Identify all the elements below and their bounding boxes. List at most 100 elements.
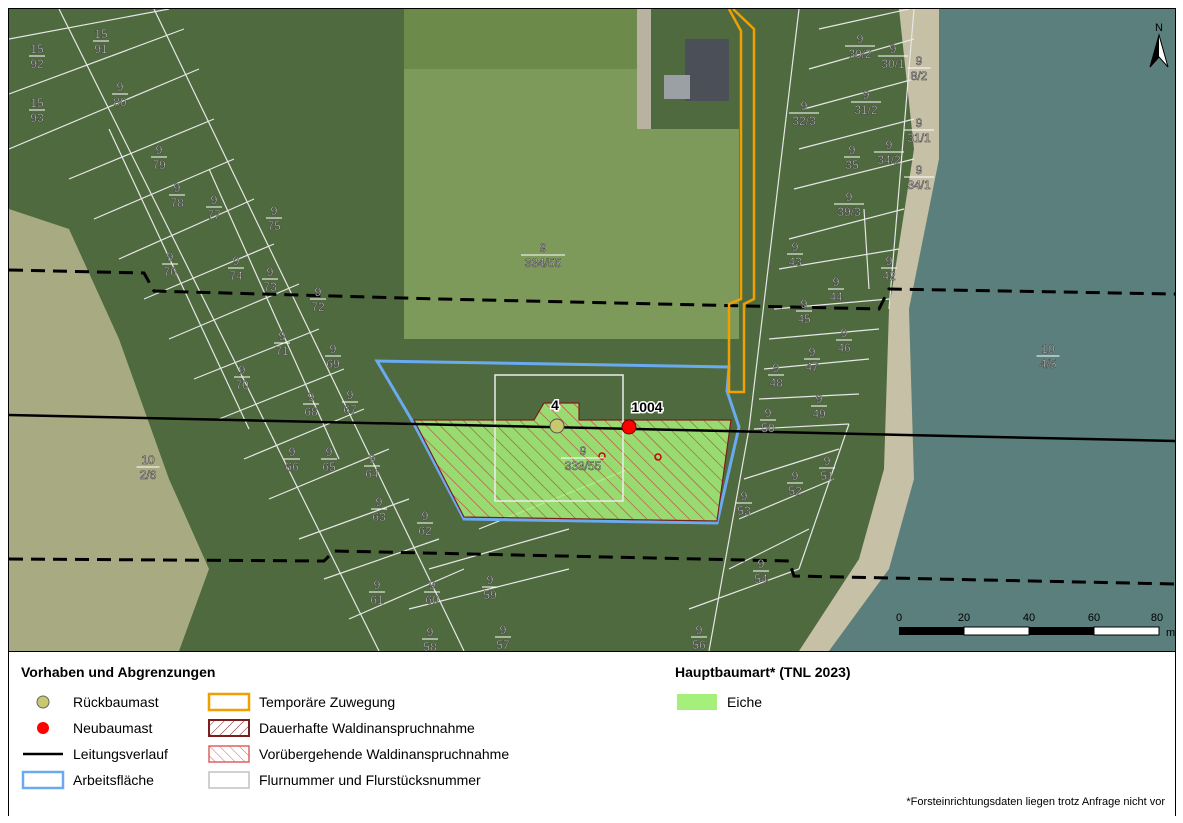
- parcel-label-text: 9: [326, 445, 333, 459]
- parcel-label-text: 9: [156, 143, 163, 157]
- parcel-label-text: 72: [311, 300, 325, 314]
- parcel-label: 962: [417, 509, 433, 538]
- parcel-label-text: 9: [849, 143, 856, 157]
- parcel-label-text: 47: [805, 360, 819, 374]
- parcel-label-text: 334/55: [525, 256, 562, 270]
- parcel-label: 976: [162, 250, 178, 279]
- parcel-label-text: 9: [765, 406, 772, 420]
- parcel-label: 98/2: [907, 54, 931, 83]
- footnote: *Forsteinrichtungsdaten liegen trotz Anf…: [906, 796, 1165, 808]
- parcel-label: 949: [811, 392, 827, 421]
- parcel-label: 102/6: [136, 453, 160, 482]
- legend-item-flurnummer: Flurnummer und Flurstücksnummer: [207, 770, 481, 790]
- boundary-dashed: [9, 268, 1175, 586]
- dauerhafte-legend-icon: [208, 719, 250, 737]
- north-arrow: N: [1149, 22, 1169, 68]
- scale-bar-segment-white-1: [963, 626, 1030, 636]
- parcel-label-text: 2/6: [140, 468, 157, 482]
- temporaere-zuwegung[interactable]: [727, 9, 756, 394]
- parcel-label-text: 93: [30, 111, 44, 125]
- parcel-label-text: 9: [167, 250, 174, 264]
- voruebergehende-waldinanspruchnahme-area[interactable]: [413, 402, 732, 522]
- flurnummer-legend-icon: [208, 771, 250, 789]
- parcel-label: 944: [828, 275, 844, 304]
- parcel-label: 960: [424, 578, 440, 607]
- parcel-label-text: 71: [275, 344, 289, 358]
- parcel-label: 104/5: [1036, 342, 1060, 371]
- parcel-label-text: 53: [737, 504, 751, 518]
- parcel-label-text: 9: [916, 163, 923, 177]
- shoreline: [799, 9, 939, 651]
- legend-label-leitungsverlauf: Leitungsverlauf: [73, 746, 168, 762]
- rueckbaumast-marker[interactable]: [549, 418, 565, 434]
- parcel-label: 974: [228, 254, 244, 283]
- parcel-label-text: 9: [696, 623, 703, 637]
- legend-panel: Vorhaben und Abgrenzungen Hauptbaumart* …: [9, 651, 1175, 816]
- parcel-label-text: 4/5: [1040, 357, 1057, 371]
- parcel-label-text: 57: [496, 638, 510, 651]
- legend-label-arbeitsflaeche: Arbeitsfläche: [73, 772, 154, 788]
- parcel-label-text: 9: [792, 240, 799, 254]
- parcel-label-text: 9: [792, 469, 799, 483]
- parcel-label-text: 80: [113, 95, 127, 109]
- aerial-map[interactable]: 4 1004 159215911593980979978977975976974…: [9, 9, 1175, 651]
- parcel-label: 972: [310, 285, 326, 314]
- parcel-label: 979: [151, 143, 167, 172]
- legend-label-dauerhafte: Dauerhafte Waldinanspruchnahme: [259, 720, 475, 736]
- legend-label-voruebergehende: Vorübergehende Waldinanspruchnahme: [259, 746, 510, 762]
- parcel-label-text: 9: [279, 329, 286, 343]
- parcel-label-text: 9: [267, 265, 274, 279]
- north-label: N: [1155, 22, 1163, 34]
- parcel-label: 959: [482, 573, 498, 602]
- legend-item-dauerhafte: Dauerhafte Waldinanspruchnahme: [207, 718, 475, 738]
- parcel-label-text: 15: [30, 96, 44, 110]
- neubaumast-label: 1004: [631, 399, 662, 415]
- parcel-label-text: 91: [94, 42, 108, 56]
- parcel-label-text: 63: [372, 510, 386, 524]
- parcel-label: 951: [819, 454, 835, 483]
- scale-tick-60: 60: [1088, 612, 1100, 624]
- parcel-label-text: 9: [809, 345, 816, 359]
- legend-item-eiche: Eiche: [675, 692, 762, 712]
- legend-label-rueckbaumast: Rückbaumast: [73, 694, 159, 710]
- parcel-label-text: 52: [788, 484, 802, 498]
- parcel-label: 931/1: [904, 116, 934, 145]
- parcel-label-text: 9: [487, 573, 494, 587]
- parcel-label-text: 64: [365, 467, 379, 481]
- parcel-label-text: 10: [1041, 342, 1055, 356]
- parcel-label-text: 9: [886, 138, 893, 152]
- parcel-label-text: 9: [886, 254, 893, 268]
- parcel-label-text: 9: [863, 88, 870, 102]
- parcel-label: 966: [284, 445, 300, 474]
- parcel-label: 939/3: [834, 190, 864, 219]
- parcel-label-text: 43: [788, 255, 802, 269]
- parcel-label-text: 67: [343, 403, 357, 417]
- parcel-label-text: 32/3: [792, 114, 816, 128]
- parcel-label-text: 61: [370, 593, 384, 607]
- parcel-label-text: 9: [841, 326, 848, 340]
- parcel-label: 973: [262, 265, 278, 294]
- parcel-label-text: 31/2: [854, 103, 878, 117]
- parcel-label: 969: [325, 342, 341, 371]
- parcel-label: 934/2: [874, 138, 904, 167]
- leitungsverlauf-line[interactable]: [9, 413, 1175, 443]
- parcel-label: 950: [760, 406, 776, 435]
- legend-item-leitungsverlauf: Leitungsverlauf: [21, 744, 168, 764]
- sports-field: [404, 9, 739, 339]
- parcel-label-text: 9: [347, 388, 354, 402]
- parcel-label-text: 9: [427, 625, 434, 639]
- neubaumast-marker[interactable]: [621, 419, 637, 435]
- parcel-label-text: 9: [580, 444, 587, 458]
- building-annex: [664, 75, 690, 99]
- parcel-label-text: 9: [422, 509, 429, 523]
- parcel-label-text: 35: [845, 158, 859, 172]
- parcel-label: 956: [691, 623, 707, 651]
- parcel-label-text: 9: [773, 361, 780, 375]
- parcel-label-text: 9: [233, 254, 240, 268]
- parcel-label-text: 78: [170, 196, 184, 210]
- parcel-label: 961: [369, 578, 385, 607]
- parcel-label: 946: [836, 326, 852, 355]
- parcel-label: 954: [753, 557, 769, 586]
